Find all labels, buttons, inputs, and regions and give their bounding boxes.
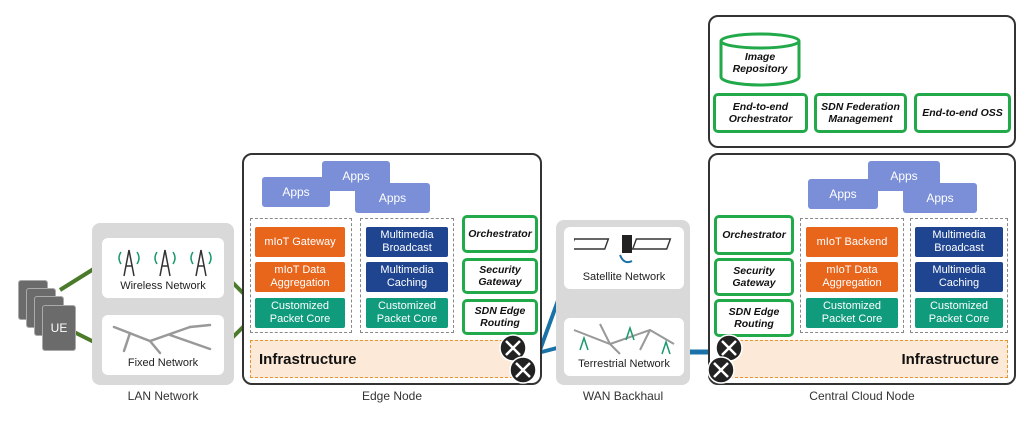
edge-infrastructure: Infrastructure: [250, 340, 518, 378]
cloud-orchestrator: Orchestrator: [714, 215, 794, 255]
edge-orchestrator: Orchestrator: [462, 215, 538, 253]
fixed-network-label: Fixed Network: [127, 357, 199, 369]
edge-miot-group: [250, 218, 352, 333]
cloud-apps-1: Apps: [808, 179, 878, 209]
cloud-miot-data-aggregation: mIoT Data Aggregation: [806, 262, 898, 292]
satellite-network-box: Satellite Network: [564, 227, 684, 289]
cloud-infrastructure-label: Infrastructure: [901, 351, 999, 368]
router-icon: [499, 334, 537, 384]
router-icon: [707, 334, 743, 384]
terrestrial-network-icon: [573, 323, 675, 355]
terrestrial-network-label: Terrestrial Network: [578, 358, 670, 370]
edge-multimedia-broadcast: Multimedia Broadcast: [366, 227, 448, 257]
radio-tower-icon: [118, 249, 212, 277]
lan-network-label: LAN Network: [127, 389, 199, 403]
edge-miot-data-aggregation: mIoT Data Aggregation: [255, 262, 345, 292]
edge-multimedia-group: [360, 218, 454, 333]
e2e-oss: End-to-end OSS: [914, 93, 1011, 133]
cloud-node-label: Central Cloud Node: [809, 389, 915, 403]
fixed-network-icon: [112, 323, 212, 355]
cloud-security-gateway: Security Gateway: [714, 258, 794, 296]
cloud-miot-group: [800, 218, 904, 333]
edge-apps-3: Apps: [355, 183, 430, 213]
satellite-icon: [574, 235, 672, 264]
satellite-network-label: Satellite Network: [582, 271, 666, 283]
image-repository-icon: [719, 32, 801, 87]
image-repository-label: Image Repository: [732, 51, 788, 75]
edge-multimedia-caching: Multimedia Caching: [366, 262, 448, 292]
lan-network-box: Wireless Network Fixed Network: [92, 223, 234, 385]
edge-apps-1: Apps: [262, 177, 330, 207]
fixed-network-box: Fixed Network: [102, 315, 224, 375]
terrestrial-network-box: Terrestrial Network: [564, 318, 684, 376]
sdn-federation-management: SDN Federation Management: [814, 93, 907, 133]
edge-miot-gateway: mIoT Gateway: [255, 227, 345, 257]
edge-sdn-edge-routing: SDN Edge Routing: [462, 299, 538, 335]
cloud-infrastructure: Infrastructure: [730, 340, 1008, 378]
cloud-multimedia-broadcast: Multimedia Broadcast: [915, 227, 1003, 257]
edge-infrastructure-label: Infrastructure: [259, 351, 357, 368]
wireless-network-box: Wireless Network: [102, 238, 224, 298]
edge-packet-core-1: Customized Packet Core: [255, 298, 345, 328]
wan-backhaul-label: WAN Backhaul: [582, 389, 664, 403]
cloud-apps-3: Apps: [903, 183, 977, 213]
ue-device: UE: [42, 305, 76, 351]
cloud-sdn-edge-routing: SDN Edge Routing: [714, 299, 794, 337]
edge-node-label: Edge Node: [361, 389, 423, 403]
e2e-orchestrator: End-to-end Orchestrator: [713, 93, 808, 133]
cloud-miot-backend: mIoT Backend: [806, 227, 898, 257]
cloud-packet-core-2: Customized Packet Core: [915, 298, 1003, 328]
cloud-multimedia-caching: Multimedia Caching: [915, 262, 1003, 292]
edge-packet-core-2: Customized Packet Core: [366, 298, 448, 328]
cloud-packet-core-1: Customized Packet Core: [806, 298, 898, 328]
wireless-network-label: Wireless Network: [120, 280, 206, 292]
edge-security-gateway: Security Gateway: [462, 258, 538, 294]
cloud-multimedia-group: [910, 218, 1008, 333]
